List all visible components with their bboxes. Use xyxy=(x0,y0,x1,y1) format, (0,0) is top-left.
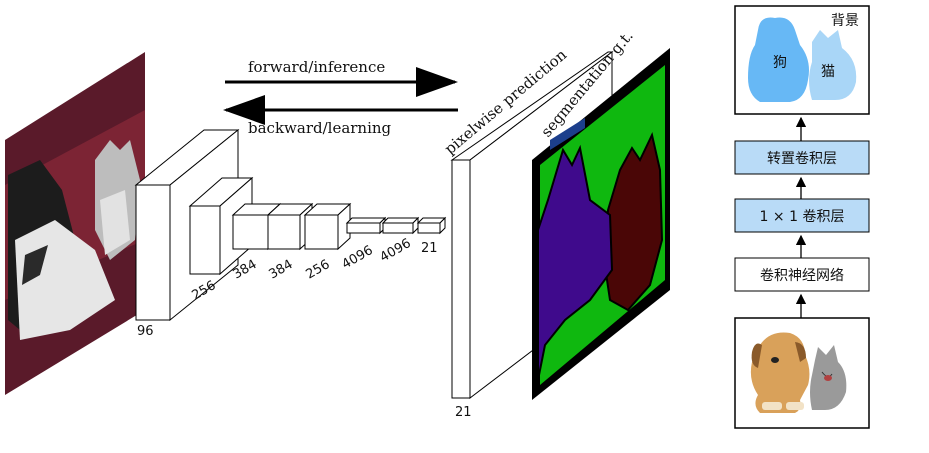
label-layer-2: 384 xyxy=(267,257,296,282)
label-layer-4: 4096 xyxy=(340,243,376,273)
input-image xyxy=(5,52,145,395)
conv1x1-label: 1 × 1 卷积层 xyxy=(760,209,845,225)
fc-block-21 xyxy=(418,218,445,233)
pipeline: 背景 狗 猫 转置卷积层 1 × 1 卷积层 卷积神经网络 xyxy=(735,6,869,428)
dog-label: 狗 xyxy=(773,55,787,71)
label-input-channels: 96 xyxy=(137,324,154,339)
conv-block-256-b xyxy=(305,204,350,249)
transposed-conv-label: 转置卷积层 xyxy=(767,151,837,167)
fc-block-4096-b xyxy=(383,218,418,233)
label-layer-5: 4096 xyxy=(378,236,414,266)
fc-block-4096-a xyxy=(347,218,385,233)
cnn-label: 卷积神经网络 xyxy=(760,268,844,284)
backward-label: backward/learning xyxy=(248,119,392,137)
forward-label: forward/inference xyxy=(248,58,385,76)
background-label: 背景 xyxy=(831,13,859,29)
label-layer-6: 21 xyxy=(421,241,438,256)
cat-label: 猫 xyxy=(821,64,835,80)
label-layer-3: 256 xyxy=(304,257,333,282)
label-output-channels: 21 xyxy=(455,405,472,420)
